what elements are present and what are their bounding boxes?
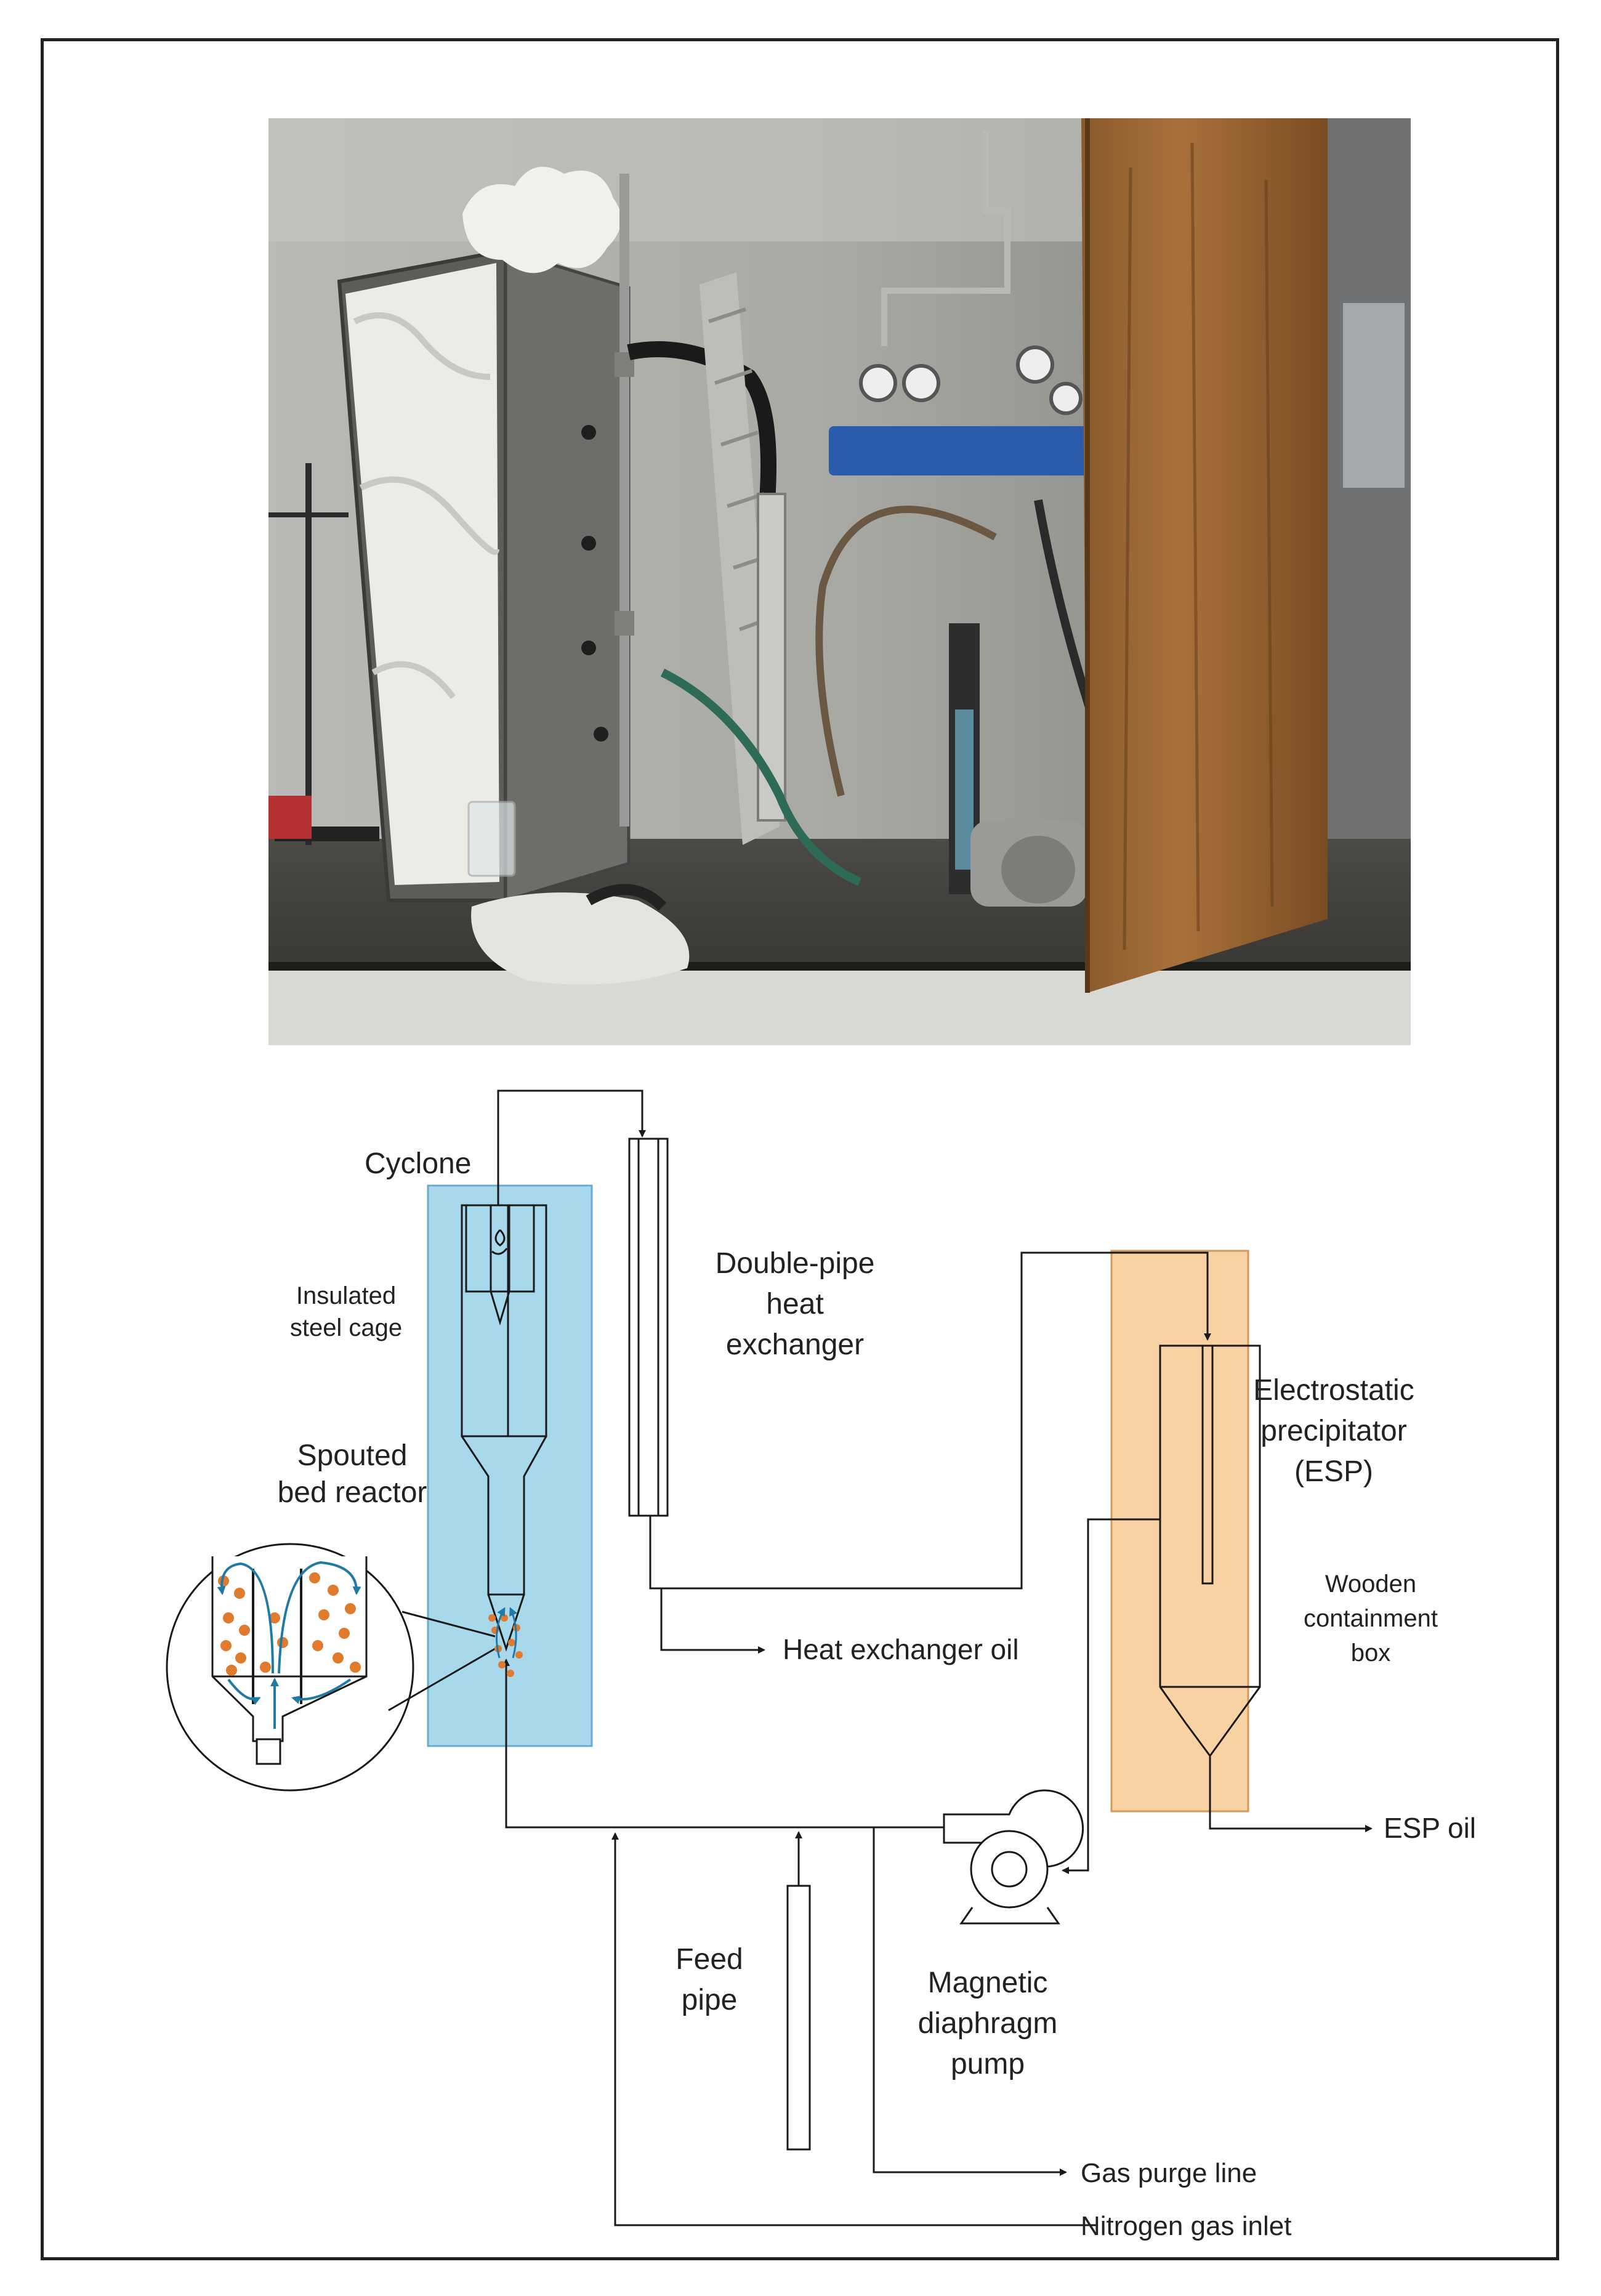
label-esp-2: precipitator: [1260, 1415, 1406, 1447]
label-hx-3: exchanger: [726, 1328, 864, 1361]
label-cyclone: Cyclone: [365, 1147, 471, 1180]
photo-illustration: [268, 118, 1411, 1045]
retort-stand: [305, 463, 312, 845]
wooden-containment-region: [1110, 1250, 1249, 1813]
label-feed-1: Feed: [675, 1943, 743, 1976]
label-hx-2: heat: [766, 1288, 823, 1320]
reactor-bottom-cone: [487, 1594, 525, 1652]
regulator-panel-1: [829, 426, 970, 475]
reactor-flow-arrows: [496, 1607, 517, 1659]
figure-frame: Cyclone Insulated steel cage Spouted bed…: [41, 38, 1559, 2260]
label-pump-3: pump: [951, 2048, 1025, 2080]
label-reactor-2: bed reactor: [278, 1476, 427, 1509]
label-pump-2: diaphragm: [918, 2007, 1058, 2040]
label-nitrogen: Nitrogen gas inlet: [1081, 2211, 1291, 2241]
hose: [627, 341, 776, 501]
label-wooden-1: Wooden: [1325, 1570, 1416, 1598]
pump-base: [959, 1907, 1060, 1925]
pipe-esp-to-pump: [1062, 1518, 1160, 1874]
nitrogen-inlet-line: [611, 1832, 1097, 2226]
cyclone-cone: [490, 1205, 510, 1326]
pressure-gauge: [859, 364, 897, 402]
label-esp-3: (ESP): [1294, 1455, 1373, 1488]
pipe-hx-to-esp: [649, 1251, 1211, 1590]
hx-oil-outlet: [660, 1588, 765, 1654]
red-object: [268, 796, 312, 839]
foil: [471, 892, 690, 985]
label-hx-oil: Heat exchanger oil: [783, 1633, 1019, 1665]
esp-electrode: [1201, 1344, 1214, 1585]
double-pipe-heat-exchanger: [628, 1138, 669, 1517]
label-pump-1: Magnetic: [928, 1967, 1048, 1999]
label-wooden-3: box: [1351, 1639, 1391, 1667]
label-steel-cage-2: steel cage: [290, 1314, 402, 1341]
gas-purge-line: [873, 1827, 1067, 2176]
cotton-wool: [462, 166, 621, 273]
label-gas-purge: Gas purge line: [1081, 2158, 1257, 2188]
reactor-detail: [211, 1556, 368, 1765]
label-wooden-2: containment: [1304, 1605, 1438, 1632]
window: [1328, 118, 1411, 919]
regulator-panel-2: [952, 426, 1094, 475]
pump-impeller: [991, 1851, 1028, 1888]
zoom-line-top: [401, 1611, 496, 1638]
label-reactor-1: Spouted: [297, 1439, 408, 1472]
label-esp-1: Electrostatic: [1253, 1374, 1414, 1407]
recycle-line: [502, 1659, 944, 1829]
bench-front: [268, 968, 1411, 1045]
label-feed-2: pipe: [682, 1984, 738, 2016]
label-steel-cage-1: Insulated: [296, 1282, 396, 1309]
esp-oil-outlet: [1209, 1756, 1373, 1832]
zoom-line-bottom: [388, 1647, 496, 1712]
reactor-detail-circle: [166, 1543, 414, 1792]
pipe-cyclone-to-hx: [497, 1089, 646, 1205]
detail-reactor-wall: [211, 1556, 368, 1742]
beaker: [467, 801, 516, 877]
setup-photograph: [268, 118, 1411, 1045]
pump-volute: [970, 1830, 1049, 1909]
feed-pipe: [786, 1885, 811, 2151]
detail-flow-arrows: [217, 1561, 361, 1729]
detail-inlet: [256, 1738, 281, 1765]
insulation-wool: [345, 263, 499, 885]
label-esp-oil: ESP oil: [1384, 1812, 1476, 1844]
process-diagram: Cyclone Insulated steel cage Spouted bed…: [166, 1089, 1476, 2241]
detail-particles: [218, 1572, 361, 1676]
reactor-upper: [461, 1204, 547, 1437]
cyclone-tube: [619, 174, 629, 827]
reactor-neck: [461, 1436, 547, 1596]
label-hx-1: Double-pipe: [716, 1247, 875, 1280]
